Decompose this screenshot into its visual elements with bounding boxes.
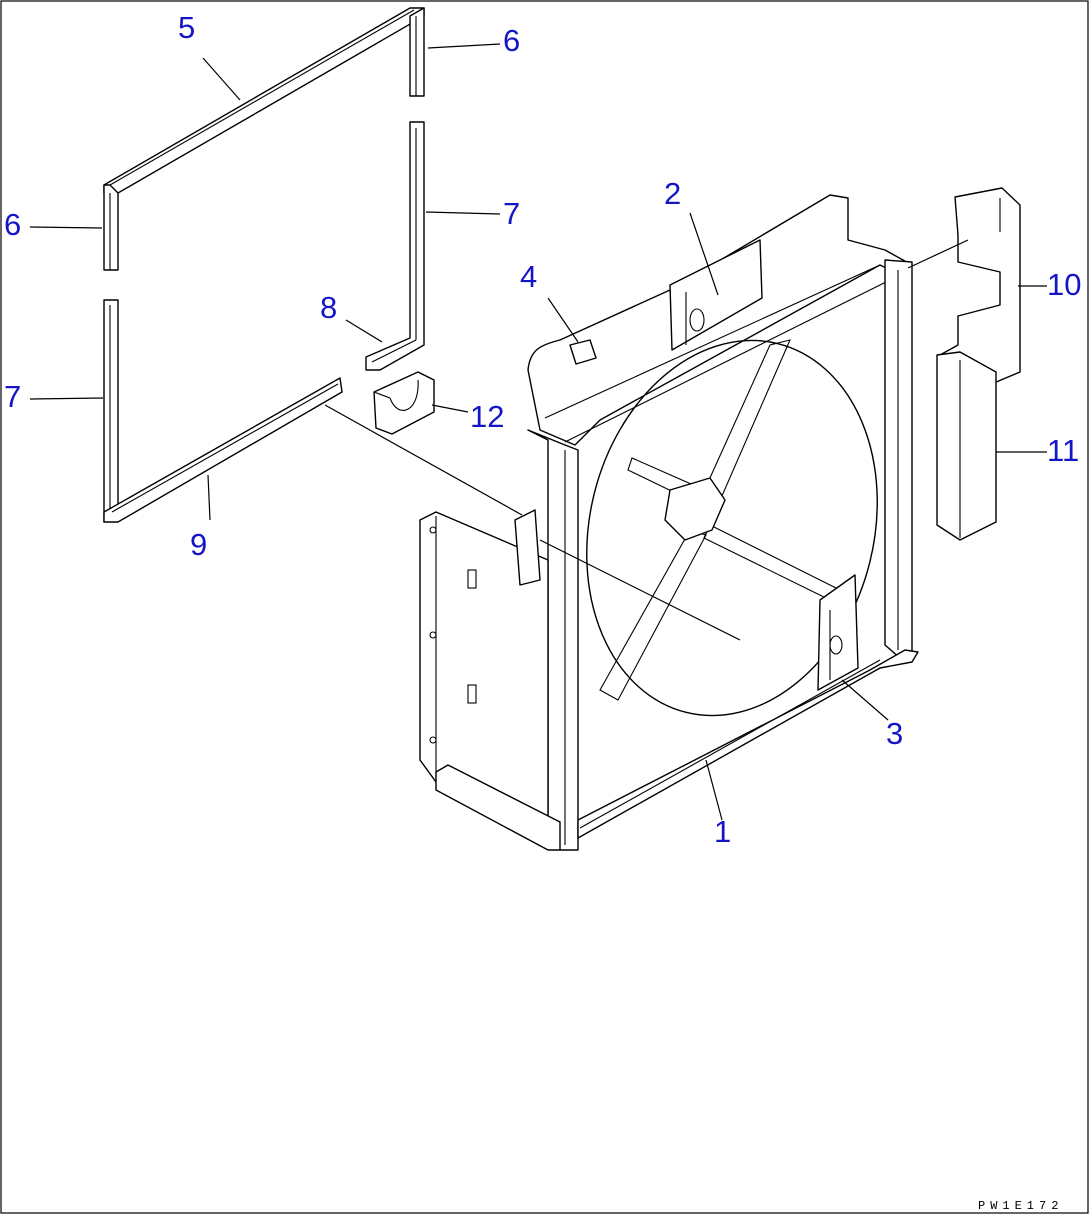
- leader-lines: [29, 43, 1047, 821]
- part-6-seal-left-short[interactable]: [103, 184, 119, 271]
- callout-8: 8: [320, 290, 337, 325]
- callout-6-upper-right: 6: [503, 23, 520, 58]
- callout-4: 4: [520, 259, 537, 294]
- callout-3: 3: [886, 716, 903, 751]
- part-9-seal-bottom[interactable]: [103, 377, 343, 523]
- part-7-seal-left-long[interactable]: [103, 299, 119, 523]
- part-10-foam-block[interactable]: [939, 187, 1021, 389]
- callout-12: 12: [470, 399, 504, 434]
- part-6-seal-right-short[interactable]: [409, 7, 425, 97]
- callout-6-left: 6: [4, 207, 21, 242]
- part-12-block[interactable]: [373, 371, 435, 435]
- callout-1: 1: [714, 814, 731, 849]
- callout-11: 11: [1047, 433, 1079, 468]
- callout-5: 5: [178, 10, 195, 45]
- callout-9: 9: [190, 527, 207, 562]
- callout-7-left: 7: [4, 379, 21, 414]
- callout-10: 10: [1047, 267, 1081, 302]
- seal-strips: [103, 7, 425, 523]
- part-11-foam-block[interactable]: [936, 351, 997, 541]
- drawing-code: PW1E172: [978, 1199, 1063, 1213]
- part-1-radiator-shroud[interactable]: [419, 194, 919, 851]
- part-7-seal-right-long[interactable]: [365, 121, 425, 371]
- callout-7-right: 7: [503, 196, 520, 231]
- part-5-seal-top[interactable]: [103, 7, 425, 194]
- fan-spider: [599, 339, 841, 701]
- callout-2: 2: [664, 176, 681, 211]
